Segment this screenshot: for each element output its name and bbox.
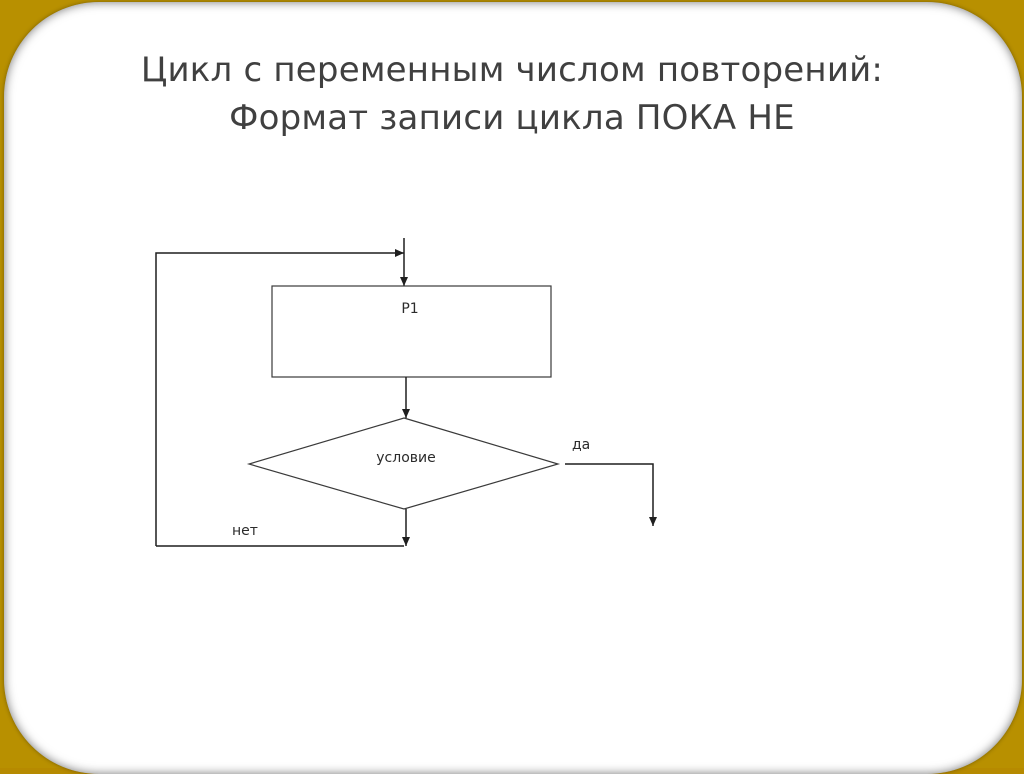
no-label: нет xyxy=(232,523,258,539)
condition-label: условие xyxy=(376,450,435,466)
slide xyxy=(4,2,1022,774)
title-line-1: Цикл с переменным числом повторений: xyxy=(140,50,884,90)
yes-branch-line xyxy=(565,463,657,526)
process-box-p1 xyxy=(271,285,552,378)
title-line-2: Формат записи цикла ПОКА НЕ xyxy=(229,98,795,138)
loop-back-line xyxy=(155,249,404,546)
process-label: P1 xyxy=(401,301,418,317)
condition-diamond xyxy=(246,417,561,510)
slide-title: Цикл с переменным числом повторений: Фор… xyxy=(0,46,1024,142)
yes-label: да xyxy=(572,437,590,453)
